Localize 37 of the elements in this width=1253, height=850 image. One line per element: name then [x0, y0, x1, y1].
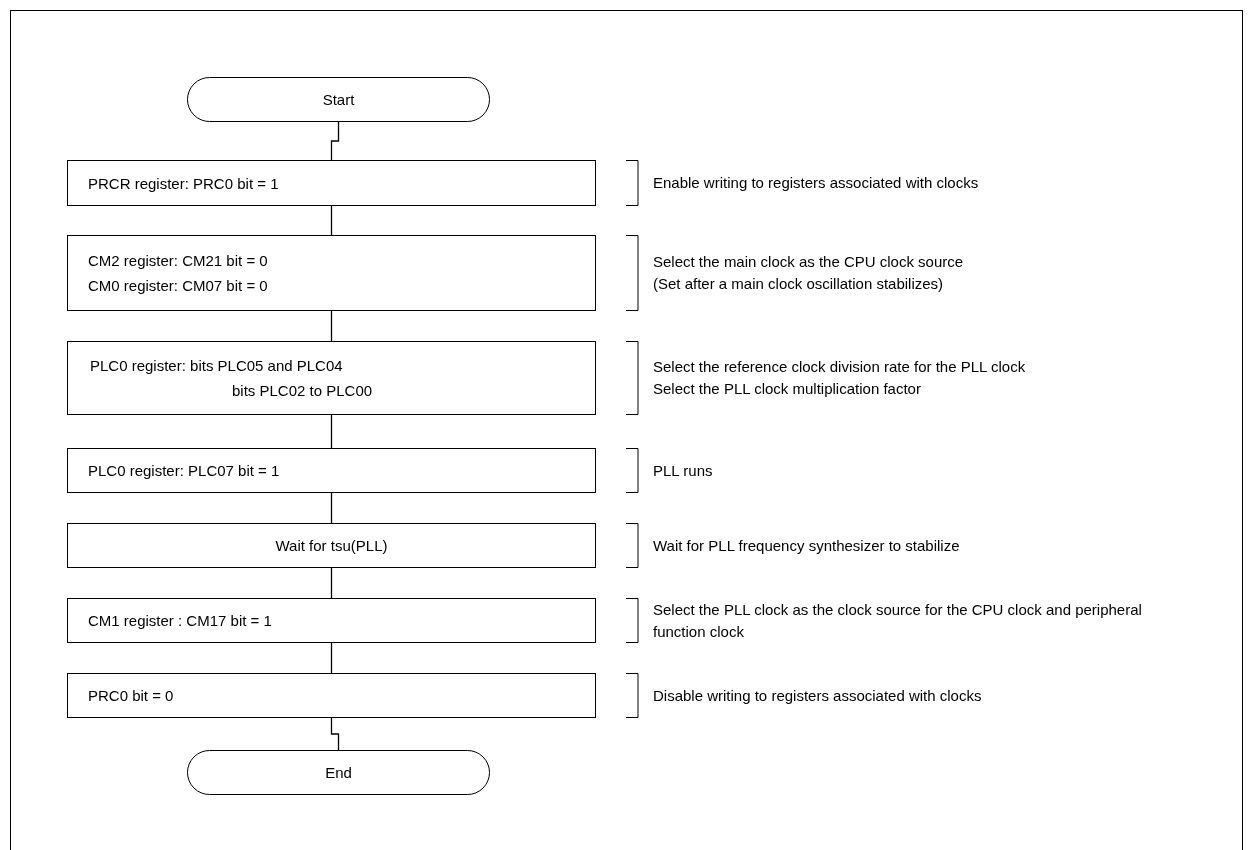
step-text: End	[325, 763, 352, 783]
step-text: PRC0 bit = 0	[88, 686, 174, 706]
step-text: bits PLC02 to PLC00	[232, 381, 373, 401]
connector-line	[330, 567, 333, 599]
step-text: CM1 register : CM17 bit = 1	[88, 611, 272, 631]
process-box	[67, 523, 596, 568]
step-note: Wait for PLL frequency synthesizer to stabilize	[653, 535, 961, 556]
step-text: CM2 register: CM21 bit = 0	[88, 251, 268, 271]
process-box	[67, 160, 596, 206]
connector-line	[330, 414, 333, 449]
process-box	[67, 341, 596, 415]
step-text: PRCR register: PRC0 bit = 1	[88, 173, 279, 194]
step-note: Select the PLL clock as the clock source for the CPU clock and peripheral function clock	[653, 599, 1143, 642]
step-note: (Set after a main clock oscillation stabilizes)	[653, 274, 945, 294]
step-note: Select the reference clock division rate for the PLL clock	[653, 357, 1027, 377]
step-text: CM0 register: CM07 bit = 0	[88, 276, 268, 296]
step-note: Select the main clock as the CPU clock source	[653, 252, 965, 272]
connector-line	[330, 492, 333, 524]
process-box	[67, 235, 596, 311]
process-box	[67, 598, 596, 643]
process-box	[67, 673, 596, 718]
connector-line	[330, 310, 333, 342]
connector-line	[330, 717, 340, 751]
step-note: Disable writing to registers associated with clocks	[653, 685, 983, 706]
step-text: Wait for tsu(PLL)	[275, 536, 388, 556]
step-note: PLL runs	[653, 460, 714, 481]
process-box	[67, 448, 596, 493]
step-text: PLC0 register: bits PLC05 and PLC04	[90, 356, 343, 376]
connector-line	[330, 205, 333, 236]
connector-line	[330, 121, 340, 161]
step-note: Select the PLL clock multiplication factor	[653, 379, 922, 399]
terminal-shape	[187, 77, 490, 122]
step-text: Start	[322, 90, 355, 110]
step-text: PLC0 register: PLC07 bit = 1	[88, 461, 280, 481]
terminal-shape	[187, 750, 490, 795]
step-note: Enable writing to registers associated with clocks	[653, 173, 980, 193]
connector-line	[330, 642, 333, 674]
